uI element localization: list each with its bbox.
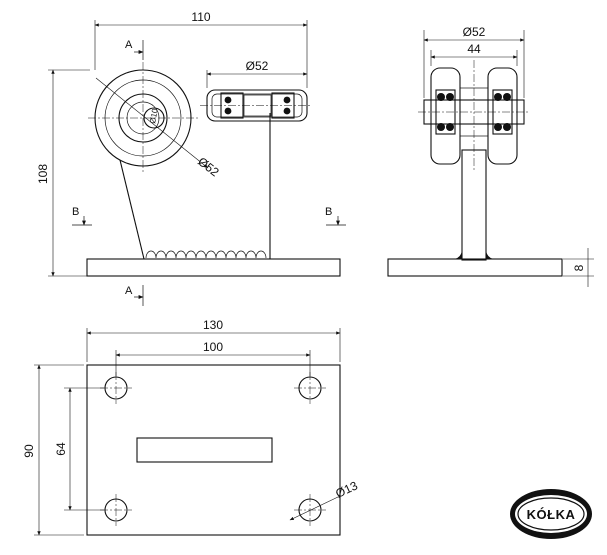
front-wheel-left xyxy=(430,67,461,165)
section-marker-b-left: B xyxy=(72,206,92,226)
plan-height-label: 90 xyxy=(22,444,36,458)
side-wheel-dia-label: Ø52 xyxy=(195,154,222,179)
side-height-label: 108 xyxy=(36,164,50,184)
plan-hole-bottom-left xyxy=(100,494,132,526)
plan-hole-top-left xyxy=(100,372,132,404)
plan-hole-top-right xyxy=(294,372,326,404)
svg-text:A: A xyxy=(125,285,133,297)
section-marker-a-top: A xyxy=(125,39,144,60)
svg-text:B: B xyxy=(325,206,332,218)
plate-thickness-label: 8 xyxy=(572,264,586,271)
side-weld-bead xyxy=(145,250,267,259)
front-wheel-right xyxy=(487,67,518,165)
section-marker-a-bottom: A xyxy=(125,285,144,306)
logo-text: KÓŁKA xyxy=(527,507,576,522)
plan-support-slot xyxy=(136,437,273,463)
hole-dia-label: Ø13 xyxy=(333,478,360,500)
side-support-left-edge xyxy=(119,159,145,260)
side-base-plate xyxy=(86,258,341,277)
plan-base-plate xyxy=(86,364,341,536)
section-marker-b-right: B xyxy=(325,206,346,226)
side-axle-dim-label: Ø10 xyxy=(148,107,160,124)
plan-view: Ø13 130 100 90 64 xyxy=(22,318,360,536)
front-weld-left xyxy=(452,248,462,259)
hole-dia-leader xyxy=(289,495,341,521)
side-section-dia-label: Ø52 xyxy=(246,59,269,73)
front-view: Ø52 44 8 xyxy=(387,25,594,287)
front-dia-label: Ø52 xyxy=(463,25,486,39)
svg-text:B: B xyxy=(72,206,79,218)
side-section-wheel xyxy=(200,89,312,122)
svg-text:A: A xyxy=(125,39,133,51)
plan-hole-y-label: 64 xyxy=(54,442,68,456)
plan-width-label: 130 xyxy=(203,318,223,332)
front-support xyxy=(461,149,487,261)
plan-hole-bottom-right xyxy=(294,494,326,526)
front-weld-right xyxy=(486,248,496,259)
side-width-label: 110 xyxy=(191,10,210,24)
front-gap-label: 44 xyxy=(467,42,481,56)
kolka-logo: KÓŁKA xyxy=(510,489,592,539)
front-base-plate xyxy=(387,258,563,277)
side-wheel-dia-leader xyxy=(95,77,209,169)
side-view: Ø10 Ø52 Ø52 110 xyxy=(36,10,346,306)
plan-hole-x-label: 100 xyxy=(203,340,223,354)
